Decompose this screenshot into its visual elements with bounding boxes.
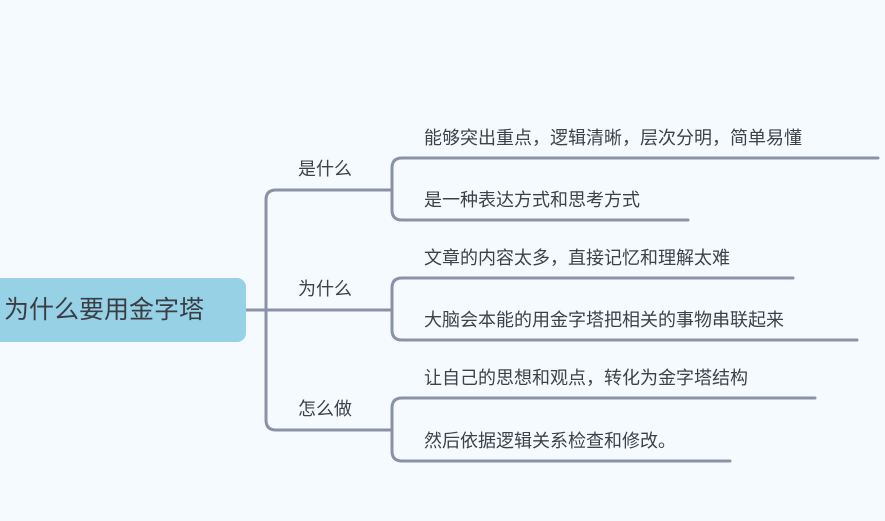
group-3-connector <box>390 396 817 463</box>
leaf-node[interactable]: 是一种表达方式和思考方式 <box>424 190 640 211</box>
leaf-node[interactable]: 然后依据逻辑关系检查和修改。 <box>424 431 676 452</box>
group-1-connector <box>390 156 880 222</box>
leaf-node[interactable]: 大脑会本能的用金字塔把相关的事物串联起来 <box>424 310 784 331</box>
leaf-node[interactable]: 让自己的思想和观点，转化为金字塔结构 <box>424 368 748 389</box>
leaf-node[interactable]: 能够突出重点，逻辑清晰，层次分明，简单易懂 <box>424 128 802 149</box>
branch-what[interactable]: 是什么 <box>298 159 352 180</box>
branch-how[interactable]: 怎么做 <box>298 399 352 420</box>
branch-why[interactable]: 为什么 <box>298 279 352 300</box>
root-node[interactable]: 为什么要用金字塔 <box>0 278 246 342</box>
group-2-connector <box>390 276 859 342</box>
leaf-node[interactable]: 文章的内容太多，直接记忆和理解太难 <box>424 248 730 269</box>
